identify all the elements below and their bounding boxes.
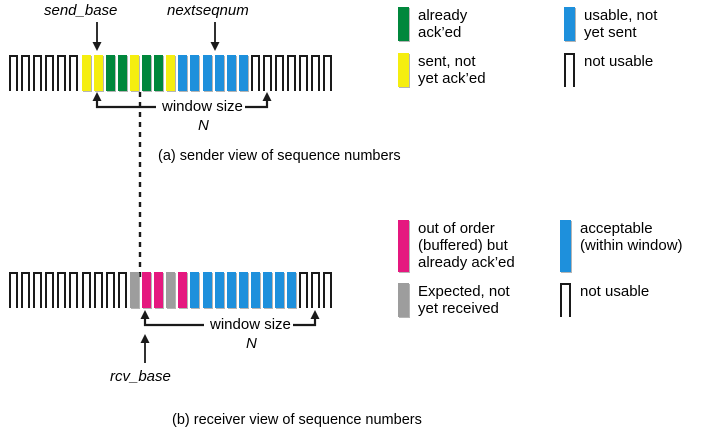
receiver-window-size-label: window size (208, 316, 293, 333)
sender-seq-block (299, 55, 309, 91)
legend-item-sent-not-acked: sent, not yet ack’ed (398, 53, 486, 87)
receiver-seq-block (57, 272, 67, 308)
legend-item-out-of-order: out of order (buffered) but already ack’… (398, 220, 515, 272)
sender-seq-block (262, 55, 272, 91)
nextseqnum-arrow-icon (210, 22, 220, 51)
sender-seq-block (57, 55, 67, 91)
receiver-view-caption: (b) receiver view of sequence numbers (172, 412, 422, 428)
sender-seq-block (226, 55, 236, 91)
receiver-seq-block (202, 272, 212, 308)
sender-seq-block (105, 55, 115, 91)
receiver-window-n-label: N (246, 335, 257, 352)
receiver-seq-block (9, 272, 18, 308)
sender-seq-block (166, 55, 176, 91)
nextseqnum-label: nextseqnum (167, 2, 249, 19)
sender-seq-block (190, 55, 200, 91)
legend-swatch-blue-receiver (560, 220, 571, 272)
legend-label-sent-not-acked: sent, not yet ack’ed (418, 53, 486, 87)
receiver-seq-block (81, 272, 91, 308)
legend-swatch-magenta (398, 220, 409, 272)
legend-label-expected-not-received: Expected, not yet received (418, 283, 510, 317)
receiver-seq-block (250, 272, 260, 308)
receiver-seq-block (262, 272, 272, 308)
legend-label-acceptable: acceptable (within window) (580, 220, 683, 254)
legend-swatch-gray (398, 283, 409, 317)
send-base-arrow-icon (92, 22, 102, 51)
receiver-seq-block (117, 272, 127, 308)
legend-label-already-acked: already ack’ed (418, 7, 468, 41)
receiver-seq-block (287, 272, 297, 308)
sender-seq-block (154, 55, 164, 91)
legend-swatch-yellow (398, 53, 409, 87)
sender-seq-block (275, 55, 285, 91)
receiver-seq-block (214, 272, 224, 308)
sender-seq-block (238, 55, 248, 91)
sender-seq-block (21, 55, 31, 91)
sender-seq-block (129, 55, 139, 91)
legend-label-usable-not-sent: usable, not yet sent (584, 7, 658, 41)
send-base-label: send_base (44, 2, 118, 19)
sender-seq-block (287, 55, 297, 91)
sender-seq-block (9, 55, 18, 91)
legend-item-acceptable: acceptable (within window) (560, 220, 683, 272)
receiver-seq-block (93, 272, 103, 308)
receiver-seq-block (311, 272, 321, 308)
sender-seq-block (250, 55, 260, 91)
sender-seq-block (178, 55, 188, 91)
legend-swatch-blue (564, 7, 575, 41)
receiver-seq-block (299, 272, 309, 308)
legend-swatch-white (564, 53, 575, 87)
receiver-seq-block (154, 272, 164, 308)
legend-item-not-usable-receiver: not usable (560, 283, 649, 317)
receiver-seq-block (190, 272, 200, 308)
receiver-seq-block (226, 272, 236, 308)
rcv-base-label: rcv_base (110, 368, 171, 385)
sender-sequence-row (9, 55, 336, 91)
sender-seq-block (45, 55, 55, 91)
receiver-seq-block (275, 272, 285, 308)
receiver-seq-block (21, 272, 31, 308)
sender-view-caption: (a) sender view of sequence numbers (158, 148, 401, 164)
sender-window-size-label: window size (160, 98, 245, 115)
receiver-seq-block (142, 272, 152, 308)
legend-label-not-usable-sender: not usable (584, 53, 654, 70)
legend-item-expected-not-received: Expected, not yet received (398, 283, 510, 317)
receiver-seq-block (105, 272, 115, 308)
sender-seq-block (311, 55, 321, 91)
legend-swatch-green (398, 7, 409, 41)
legend-label-out-of-order: out of order (buffered) but already ack’… (418, 220, 515, 271)
sender-seq-block (81, 55, 91, 91)
rcv-base-arrow-icon (140, 334, 150, 363)
legend-label-not-usable-receiver: not usable (580, 283, 650, 300)
receiver-seq-block (129, 272, 139, 308)
sender-seq-block (202, 55, 212, 91)
sender-seq-block (214, 55, 224, 91)
receiver-seq-block (45, 272, 55, 308)
receiver-seq-block (323, 272, 333, 308)
legend-item-already-acked: already ack’ed (398, 7, 467, 41)
receiver-seq-block (33, 272, 43, 308)
receiver-seq-block (69, 272, 79, 308)
receiver-seq-block (166, 272, 176, 308)
receiver-sequence-row (9, 272, 336, 308)
sender-seq-block (93, 55, 103, 91)
receiver-seq-block (238, 272, 248, 308)
sender-seq-block (69, 55, 79, 91)
sender-seq-block (323, 55, 333, 91)
legend-swatch-white-receiver (560, 283, 571, 317)
sender-window-n-label: N (198, 117, 209, 134)
alignment-dashed-line (138, 92, 142, 282)
receiver-seq-block (178, 272, 188, 308)
sender-seq-block (142, 55, 152, 91)
legend-item-usable-not-sent: usable, not yet sent (564, 7, 657, 41)
legend-item-not-usable-sender: not usable (564, 53, 653, 87)
sender-seq-block (117, 55, 127, 91)
sender-seq-block (33, 55, 43, 91)
